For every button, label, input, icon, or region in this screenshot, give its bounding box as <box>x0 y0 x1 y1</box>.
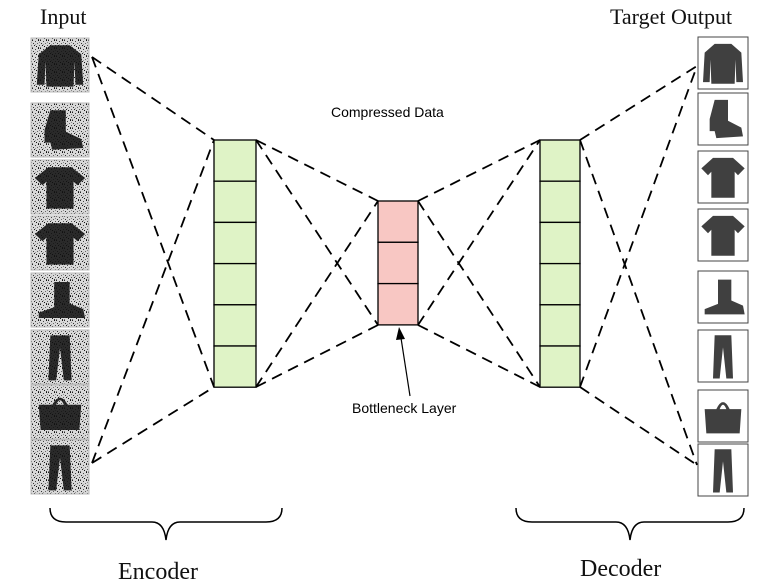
target-output-title: Target Output <box>610 4 732 29</box>
bottleneck-layer <box>377 200 419 326</box>
ankle-boot-icon <box>44 110 84 150</box>
noisy-input-image <box>30 215 90 271</box>
layer-unit <box>539 180 581 224</box>
connection-line <box>91 139 215 464</box>
layer-unit <box>213 262 257 306</box>
layer-unit <box>539 221 581 265</box>
encoder-brace <box>49 507 283 541</box>
trousers-icon <box>48 445 72 491</box>
input-title: Input <box>40 4 86 29</box>
output-image <box>697 92 749 146</box>
connection-line <box>91 386 215 464</box>
layer-unit <box>377 200 419 243</box>
trousers-icon <box>713 449 733 493</box>
decoder-brace <box>515 507 745 541</box>
connection-line <box>91 56 215 141</box>
decoder-label: Decoder <box>580 556 661 582</box>
output-image <box>697 389 749 443</box>
layer-unit <box>213 180 257 224</box>
connection-line <box>255 324 379 388</box>
connection-line <box>579 386 698 466</box>
encoder-hidden-layer <box>213 139 257 388</box>
connection-line <box>417 139 541 202</box>
noisy-input-image <box>30 329 90 385</box>
bag-icon <box>38 397 82 430</box>
noisy-input-image <box>30 439 90 495</box>
output-image-column <box>697 36 749 497</box>
boot-icon <box>38 282 86 318</box>
layer-unit <box>213 221 257 265</box>
connection-lines <box>91 56 698 466</box>
layer-unit <box>377 282 419 326</box>
layer-unit <box>213 304 257 347</box>
encoder-label: Encoder <box>118 559 198 585</box>
layer-unit <box>213 345 257 388</box>
ankle-boot-icon <box>709 99 743 139</box>
output-image <box>697 329 749 383</box>
output-image <box>697 36 749 90</box>
trousers-icon <box>713 335 733 379</box>
noisy-input-image <box>30 102 90 158</box>
bottleneck-pointer-arrow <box>396 327 411 397</box>
sweater-icon <box>36 45 84 87</box>
t-shirt-icon <box>34 223 86 265</box>
connection-line <box>255 200 379 388</box>
boot-icon <box>704 279 745 315</box>
t-shirt-icon <box>34 167 86 209</box>
layer-unit <box>539 345 581 388</box>
sweater-icon <box>703 43 743 84</box>
noisy-input-image <box>30 159 90 215</box>
bottleneck-layer-label: Bottleneck Layer <box>352 400 457 416</box>
noisy-input-image <box>30 272 90 328</box>
layer-unit <box>377 241 419 285</box>
connection-line <box>91 56 215 388</box>
t-shirt-icon <box>701 157 745 198</box>
trousers-icon <box>48 335 72 381</box>
output-image <box>697 443 749 497</box>
input-image-column <box>30 37 90 495</box>
layer-unit <box>539 304 581 347</box>
connection-line <box>255 139 379 326</box>
output-image <box>697 270 749 324</box>
decoder-hidden-layer <box>539 139 581 388</box>
output-image <box>697 150 749 204</box>
connection-line <box>579 139 698 466</box>
connection-line <box>255 139 379 202</box>
compressed-data-label: Compressed Data <box>331 104 444 120</box>
bag-icon <box>704 402 742 434</box>
connection-line <box>417 200 541 388</box>
connection-line <box>417 324 541 388</box>
layer-unit <box>539 139 581 182</box>
noisy-input-image <box>30 37 90 93</box>
connection-line <box>579 65 698 141</box>
connection-line <box>579 65 698 388</box>
output-image <box>697 208 749 262</box>
layer-unit <box>213 139 257 182</box>
noisy-input-image <box>30 384 90 440</box>
t-shirt-icon <box>701 215 745 256</box>
layer-unit <box>539 262 581 306</box>
connection-line <box>417 139 541 326</box>
